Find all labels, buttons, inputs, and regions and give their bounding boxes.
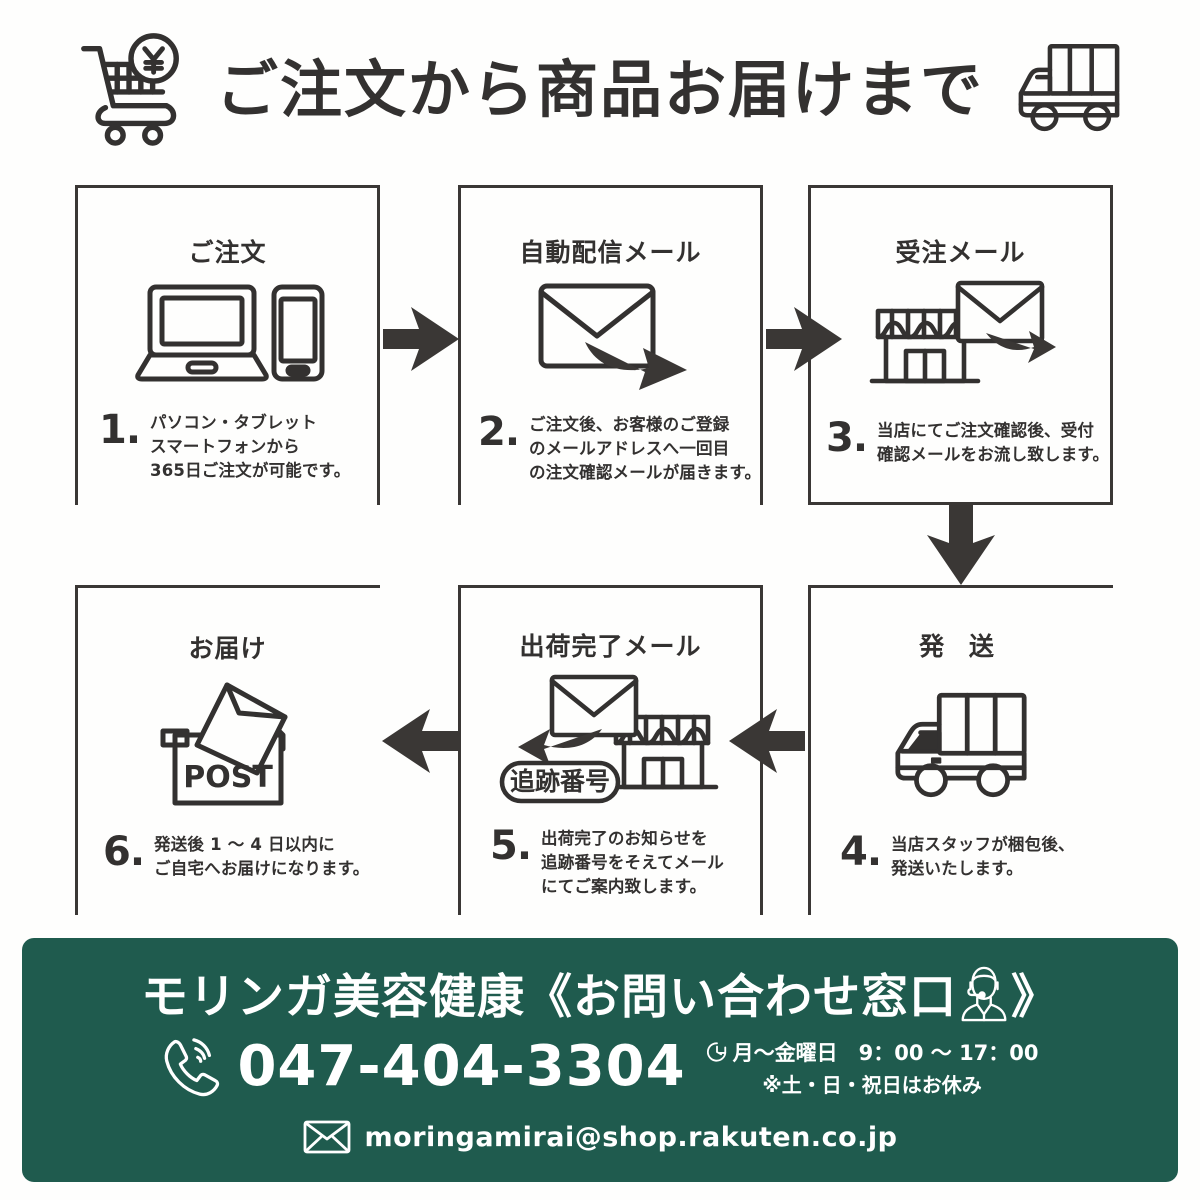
- arrow-down-step3-step4: [925, 503, 997, 589]
- shopping-cart-yen-icon: [72, 29, 190, 151]
- step-box-5: 出荷完了メール 追: [458, 585, 763, 915]
- step-footer-5: 5. 出荷完了のお知らせを 追跡番号をそえてメール にてご案内致します。: [490, 823, 724, 899]
- flow-diagram: ご注文 1. パソコン・タブレット スマートフォンから 365日ご注文が可能です…: [0, 175, 1200, 920]
- page-header: ご注文から商品お届けまで: [0, 10, 1200, 170]
- step-footer-2: 2. ご注文後、お客様のご登録 のメールアドレスへ一回目 の注文確認メールが届き…: [478, 409, 762, 485]
- step-description-6: 発送後 1 〜 4 日以内に ご自宅へお届けになります。: [154, 835, 370, 878]
- arrow-right-step2-step3: [766, 303, 842, 379]
- step-title-3: 受注メール: [895, 238, 1026, 267]
- business-hours-line: 月〜金曜日 9：00 〜 17：00: [706, 1037, 1039, 1067]
- box-border-right: [760, 185, 763, 505]
- step-box-3: 受注メール 3.: [808, 185, 1113, 505]
- box-border-top: [458, 185, 763, 188]
- step-title-6: お届け: [188, 634, 267, 663]
- step-box-6: お届け POST 6. 発送後 1 〜 4 日以内に ご自宅へお届けになります。: [75, 585, 380, 915]
- business-hours-text: 月〜金曜日 9：00 〜 17：00: [732, 1040, 1039, 1065]
- operator-headset-icon: [957, 964, 1011, 1022]
- contact-banner-title: モリンガ美容健康《お問い合わせ窓口: [141, 970, 957, 1025]
- step-description-4: 当店スタッフが梱包後、 発送いたします。: [891, 835, 1075, 878]
- step-footer-6: 6. 発送後 1 〜 4 日以内に ご自宅へお届けになります。: [103, 829, 370, 881]
- shop-with-envelope-icon: [808, 275, 1113, 393]
- box-border-right: [1110, 185, 1113, 505]
- contact-banner-title-row: モリンガ美容健康《お問い合わせ窓口 》: [22, 958, 1178, 1027]
- box-border-left: [75, 185, 78, 505]
- post-mailbox-icon: POST: [75, 673, 380, 809]
- mailbox-post-label: POST: [183, 760, 273, 795]
- box-border-right: [377, 185, 380, 505]
- envelope-icon: [303, 1120, 351, 1154]
- arrow-left-step5-step6: [378, 705, 458, 781]
- delivery-truck-icon: [808, 685, 1113, 805]
- step-description-1: パソコン・タブレット スマートフォンから 365日ご注文が可能です。: [150, 413, 351, 480]
- step-title-2: 自動配信メール: [519, 238, 702, 267]
- shop-envelope-tracking-icon: 追跡番号: [458, 671, 763, 807]
- step-number-3: 3.: [826, 415, 868, 461]
- delivery-truck-icon: [1010, 36, 1128, 144]
- box-border-left: [808, 585, 811, 915]
- tracking-number-badge-label: 追跡番号: [509, 767, 609, 796]
- box-border-top: [808, 585, 1113, 588]
- box-border-top: [75, 585, 380, 588]
- step-footer-3: 3. 当店にてご注文確認後、受付 確認メールをお流し致します。: [826, 415, 1110, 467]
- box-border-left: [75, 585, 78, 915]
- box-border-left: [458, 585, 461, 915]
- box-border-left: [808, 185, 811, 505]
- step-description-3: 当店にてご注文確認後、受付 確認メールをお流し致します。: [877, 421, 1110, 464]
- page-title: ご注文から商品お届けまで: [215, 53, 984, 126]
- arrow-right-step1-step2: [383, 303, 459, 379]
- envelope-with-arrow-icon: [458, 279, 763, 390]
- box-border-top: [808, 185, 1113, 188]
- holiday-note: ※土・日・祝日はお休み: [762, 1072, 982, 1097]
- step-box-4: 発 送 4. 当店スタッフが梱包後、 発送いたします。: [808, 585, 1113, 915]
- step-description-2: ご注文後、お客様のご登録 のメールアドレスへ一回目 の注文確認メールが届きます。: [529, 415, 762, 482]
- contact-phone-number[interactable]: 047-404-3304: [237, 1034, 686, 1099]
- step-footer-4: 4. 当店スタッフが梱包後、 発送いたします。: [840, 829, 1075, 881]
- ringing-phone-icon: [161, 1036, 221, 1098]
- box-border-top: [458, 585, 763, 588]
- box-border-top: [75, 185, 380, 188]
- step-number-5: 5.: [490, 823, 532, 869]
- step-description-5: 出荷完了のお知らせを 追跡番号をそえてメール にてご案内致します。: [541, 829, 724, 896]
- contact-email-address[interactable]: moringamirai@shop.rakuten.co.jp: [364, 1121, 898, 1153]
- step-number-6: 6.: [103, 829, 145, 875]
- contact-phone-row: 047-404-3304 月〜金曜日 9：00 〜 17：00 ※土・日・祝日は…: [22, 1036, 1178, 1098]
- clock-icon: [706, 1041, 728, 1063]
- step-box-2: 自動配信メール 2. ご注文後、お客様のご登録 のメールアドレスへ一回目 の注文…: [458, 185, 763, 505]
- box-border-left: [458, 185, 461, 505]
- business-hours: 月〜金曜日 9：00 〜 17：00 ※土・日・祝日はお休み: [706, 1037, 1039, 1098]
- contact-banner: モリンガ美容健康《お問い合わせ窓口 》: [22, 938, 1178, 1182]
- step-footer-1: 1. パソコン・タブレット スマートフォンから 365日ご注文が可能です。: [99, 407, 351, 483]
- step-title-5: 出荷完了メール: [519, 632, 702, 661]
- arrow-left-step4-step5: [725, 705, 805, 781]
- step-box-1: ご注文 1. パソコン・タブレット スマートフォンから 365日ご注文が可能です…: [75, 185, 380, 505]
- step-number-1: 1.: [99, 407, 141, 453]
- step-title-1: ご注文: [188, 238, 267, 267]
- contact-banner-title-close: 》: [1011, 970, 1059, 1025]
- contact-email-row: moringamirai@shop.rakuten.co.jp: [22, 1120, 1178, 1154]
- step-number-2: 2.: [478, 409, 520, 455]
- laptop-and-smartphone-icon: [75, 277, 380, 387]
- step-title-4: 発 送: [919, 632, 1002, 661]
- step-number-4: 4.: [840, 829, 882, 875]
